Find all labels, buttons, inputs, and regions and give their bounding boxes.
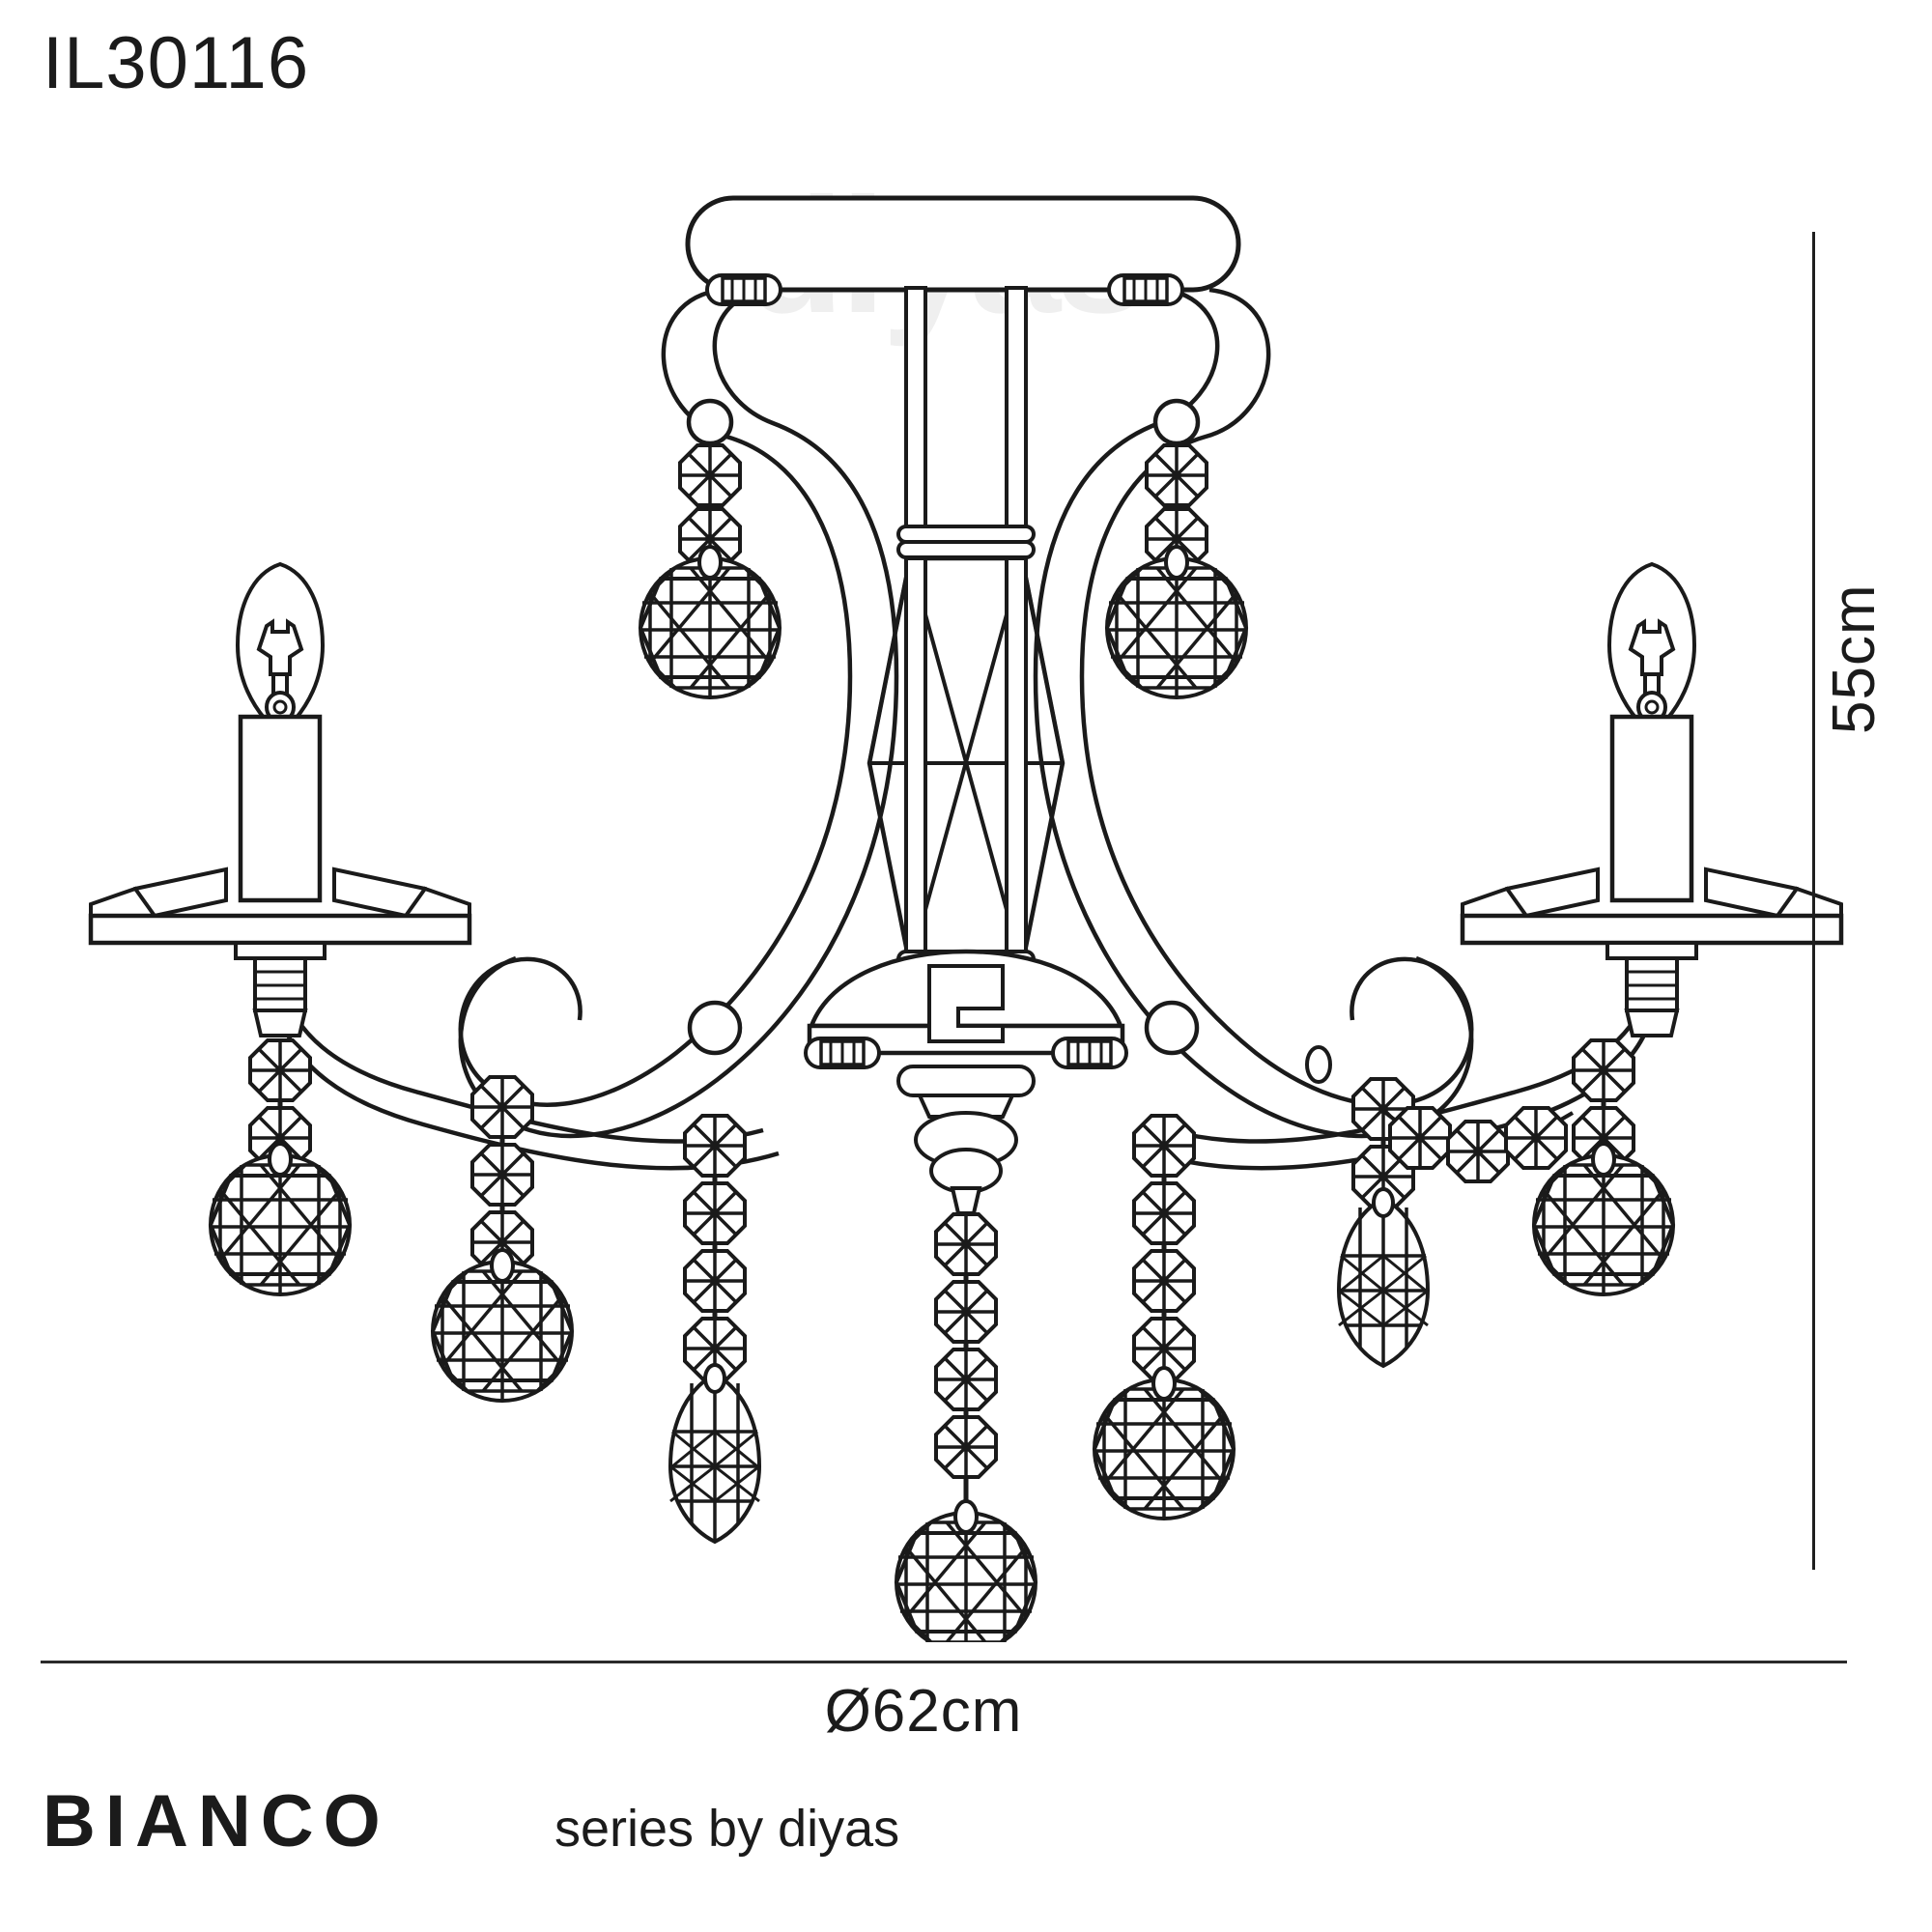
candle-light-left bbox=[91, 564, 469, 1036]
bead-chain-upper-left bbox=[639, 443, 781, 699]
bead-chain-left-mid bbox=[431, 1075, 574, 1403]
upper-curl-ball-right bbox=[1152, 398, 1201, 446]
height-dimension-label: 55cm bbox=[1821, 583, 1888, 734]
height-dimension-line bbox=[1812, 232, 1815, 1570]
bead-chain-left-inner bbox=[668, 1114, 761, 1544]
product-code: IL30116 bbox=[43, 22, 310, 104]
bead-chain-right-inner bbox=[1093, 1114, 1236, 1520]
canopy-lug-left bbox=[804, 1037, 881, 1069]
bead-chain-right-mid bbox=[1337, 1077, 1430, 1368]
candle-light-right bbox=[1463, 564, 1841, 1036]
footer: BIANCO series by diyas bbox=[43, 1785, 1878, 1859]
ceiling-plate bbox=[685, 195, 1241, 293]
arm-hole-detail bbox=[1305, 1045, 1332, 1084]
bottom-canopy bbox=[807, 949, 1125, 1056]
bead-chain-left-arm bbox=[209, 1038, 352, 1296]
arm-terminal-ball-left bbox=[687, 1000, 743, 1056]
bead-swag-right bbox=[1381, 1106, 1575, 1183]
series-name: BIANCO bbox=[43, 1780, 390, 1862]
footer-divider bbox=[41, 1661, 1847, 1663]
series-by-label: series by diyas bbox=[554, 1800, 900, 1858]
bead-chain-centre bbox=[895, 1212, 1037, 1642]
chandelier-drawing bbox=[0, 195, 1932, 1642]
bottom-finial bbox=[896, 1065, 1036, 1215]
bead-chain-upper-right bbox=[1105, 443, 1248, 699]
ceiling-lug-left bbox=[705, 273, 782, 306]
ceiling-lug-right bbox=[1107, 273, 1184, 306]
crystal-column bbox=[867, 555, 1065, 969]
chandelier-svg bbox=[0, 195, 1932, 1642]
upper-curl-ball-left bbox=[686, 398, 734, 446]
arm-terminal-ball-right bbox=[1144, 1000, 1200, 1056]
width-dimension-label: Ø62cm bbox=[824, 1678, 1023, 1745]
canopy-lug-right bbox=[1051, 1037, 1128, 1069]
bead-chain-right-arm bbox=[1532, 1038, 1675, 1296]
centre-stem bbox=[896, 286, 1036, 559]
